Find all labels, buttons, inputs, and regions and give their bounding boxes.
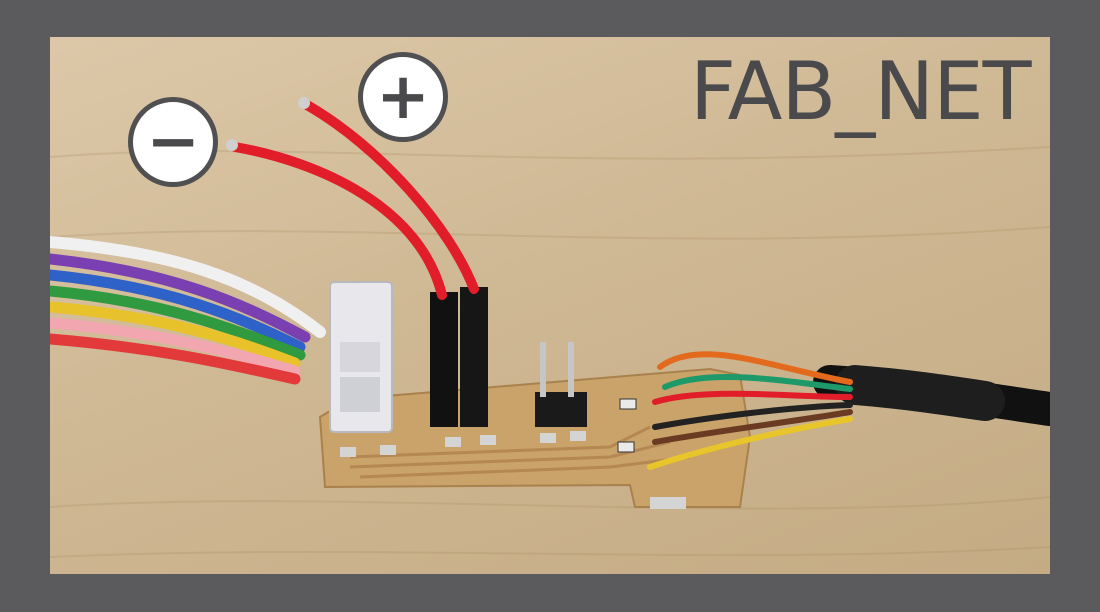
plus-symbol: + xyxy=(376,60,430,134)
circuit-board-illustration xyxy=(50,97,1050,558)
power-wires xyxy=(230,100,479,300)
ribbon-cable xyxy=(50,236,326,385)
minus-symbol: − xyxy=(146,105,200,179)
pcb xyxy=(318,367,752,508)
minus-icon: − xyxy=(128,97,218,187)
pin-header-power xyxy=(430,287,488,427)
wire-tips xyxy=(226,97,310,151)
plus-icon: + xyxy=(358,52,448,142)
brand-logo-text: FAB_NET xyxy=(690,45,1032,138)
smd-parts xyxy=(617,398,637,453)
usb-wires xyxy=(647,351,853,470)
photo-area xyxy=(50,37,1050,574)
wood-grain xyxy=(50,146,1050,558)
usb-cable xyxy=(813,365,1050,426)
solder-pads xyxy=(340,431,686,509)
pin-header-small xyxy=(535,342,587,427)
ribbon-connector xyxy=(329,281,393,433)
